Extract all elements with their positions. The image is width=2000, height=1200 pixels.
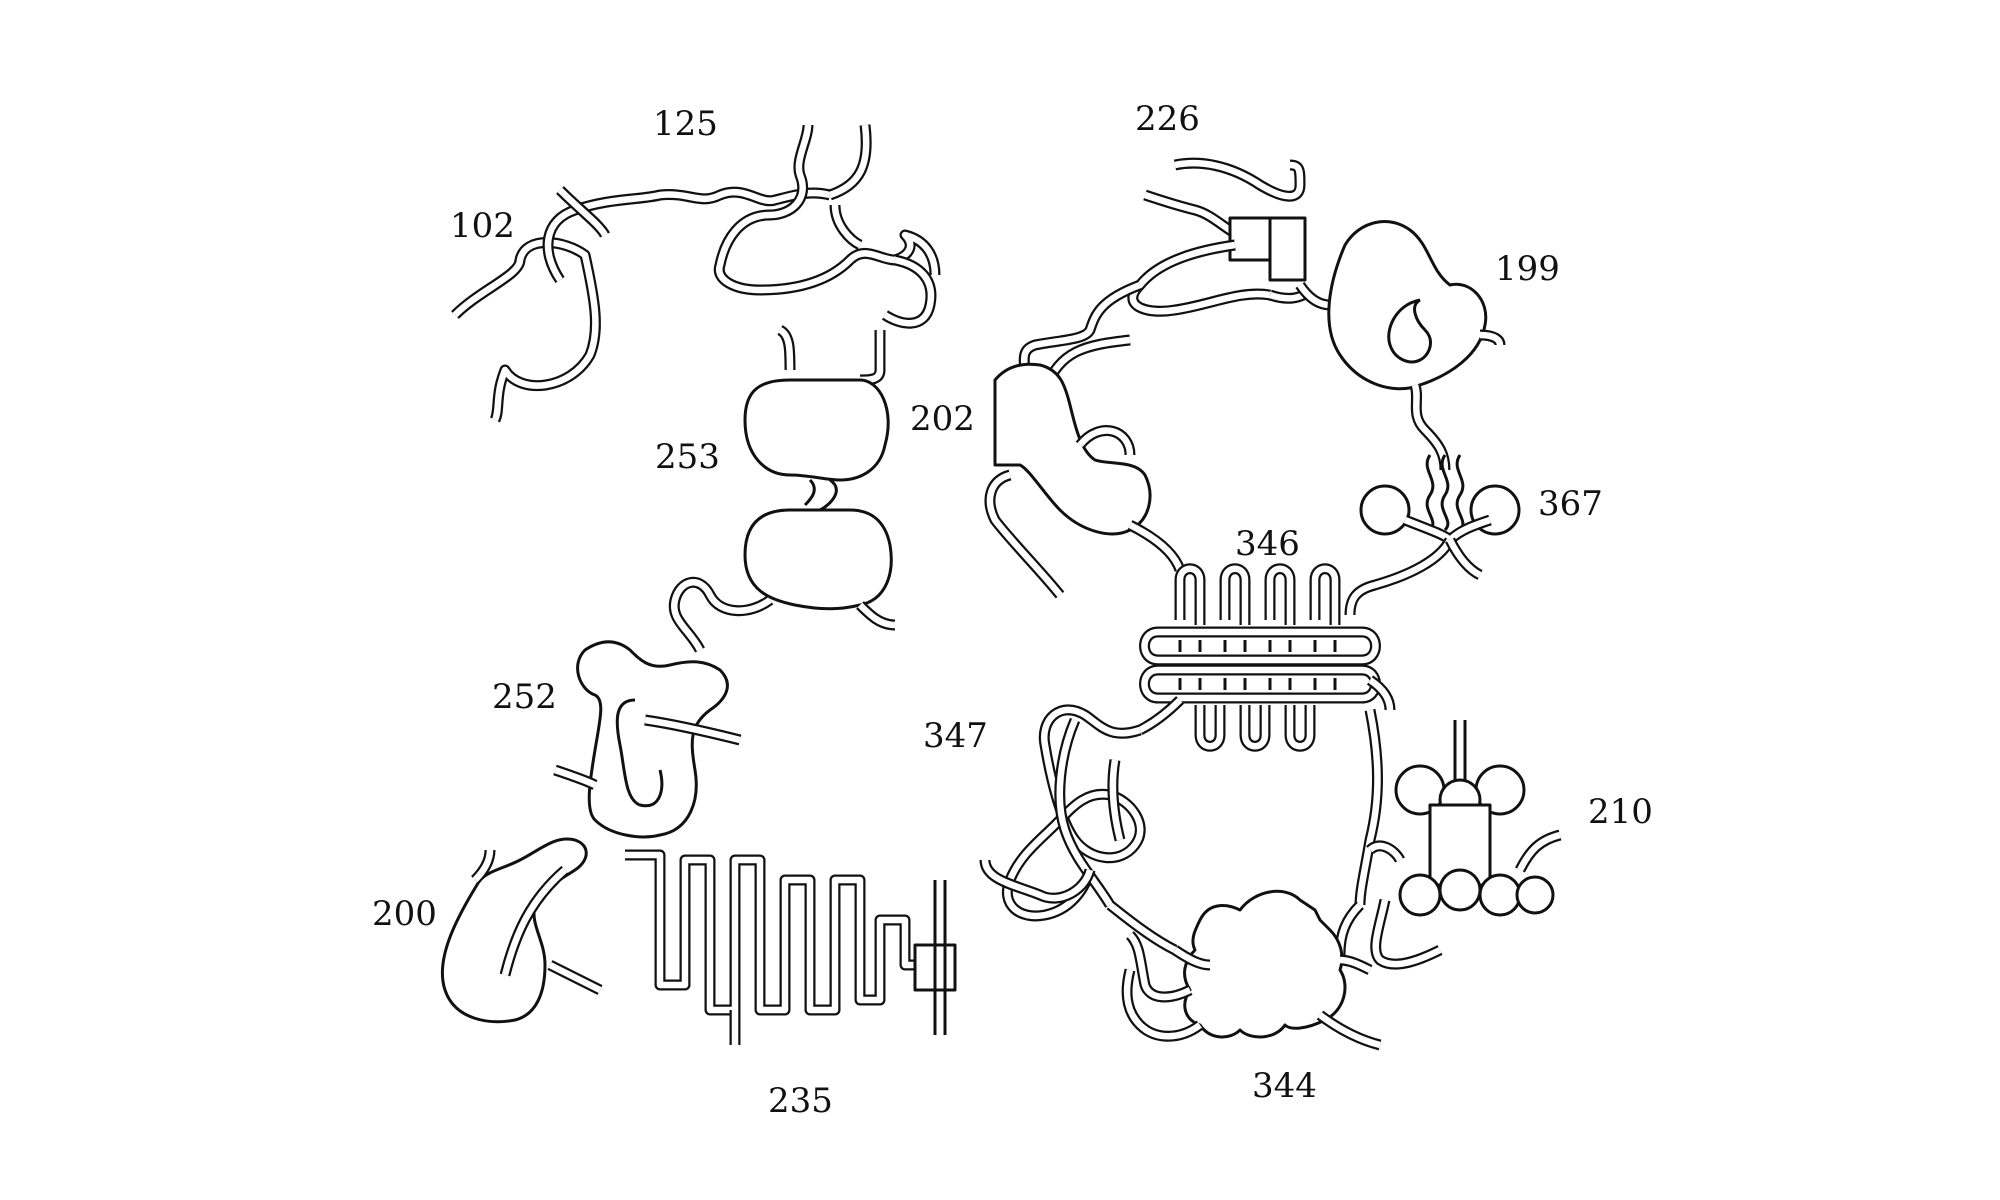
structure-235	[625, 849, 957, 1045]
structure-202	[776, 254, 937, 386]
label-347: 347	[923, 716, 988, 756]
label-344: 344	[1252, 1066, 1317, 1106]
label-235: 235	[768, 1081, 833, 1121]
label-199: 199	[1495, 249, 1560, 289]
structure-102	[451, 186, 832, 423]
label-226: 226	[1135, 99, 1200, 139]
structure-344	[1121, 889, 1382, 1051]
structure-125	[713, 124, 941, 296]
structure-226	[1018, 157, 1331, 393]
structure-347	[979, 704, 1178, 955]
label-253: 253	[655, 437, 720, 477]
label-210: 210	[1588, 792, 1653, 832]
structure-200	[440, 837, 603, 1024]
label-202: 202	[910, 399, 975, 439]
structure-199	[1327, 220, 1506, 471]
label-346: 346	[1235, 524, 1300, 564]
label-200: 200	[372, 894, 437, 934]
label-367: 367	[1538, 484, 1603, 524]
structure-346	[1137, 563, 1396, 752]
structure-right-chamber	[984, 362, 1186, 599]
label-102: 102	[450, 206, 515, 246]
label-125: 125	[653, 104, 718, 144]
structure-253	[743, 378, 893, 611]
structure-367	[1344, 454, 1521, 616]
structure-210	[1334, 708, 1562, 970]
label-252: 252	[492, 677, 557, 717]
structure-252	[553, 577, 896, 839]
